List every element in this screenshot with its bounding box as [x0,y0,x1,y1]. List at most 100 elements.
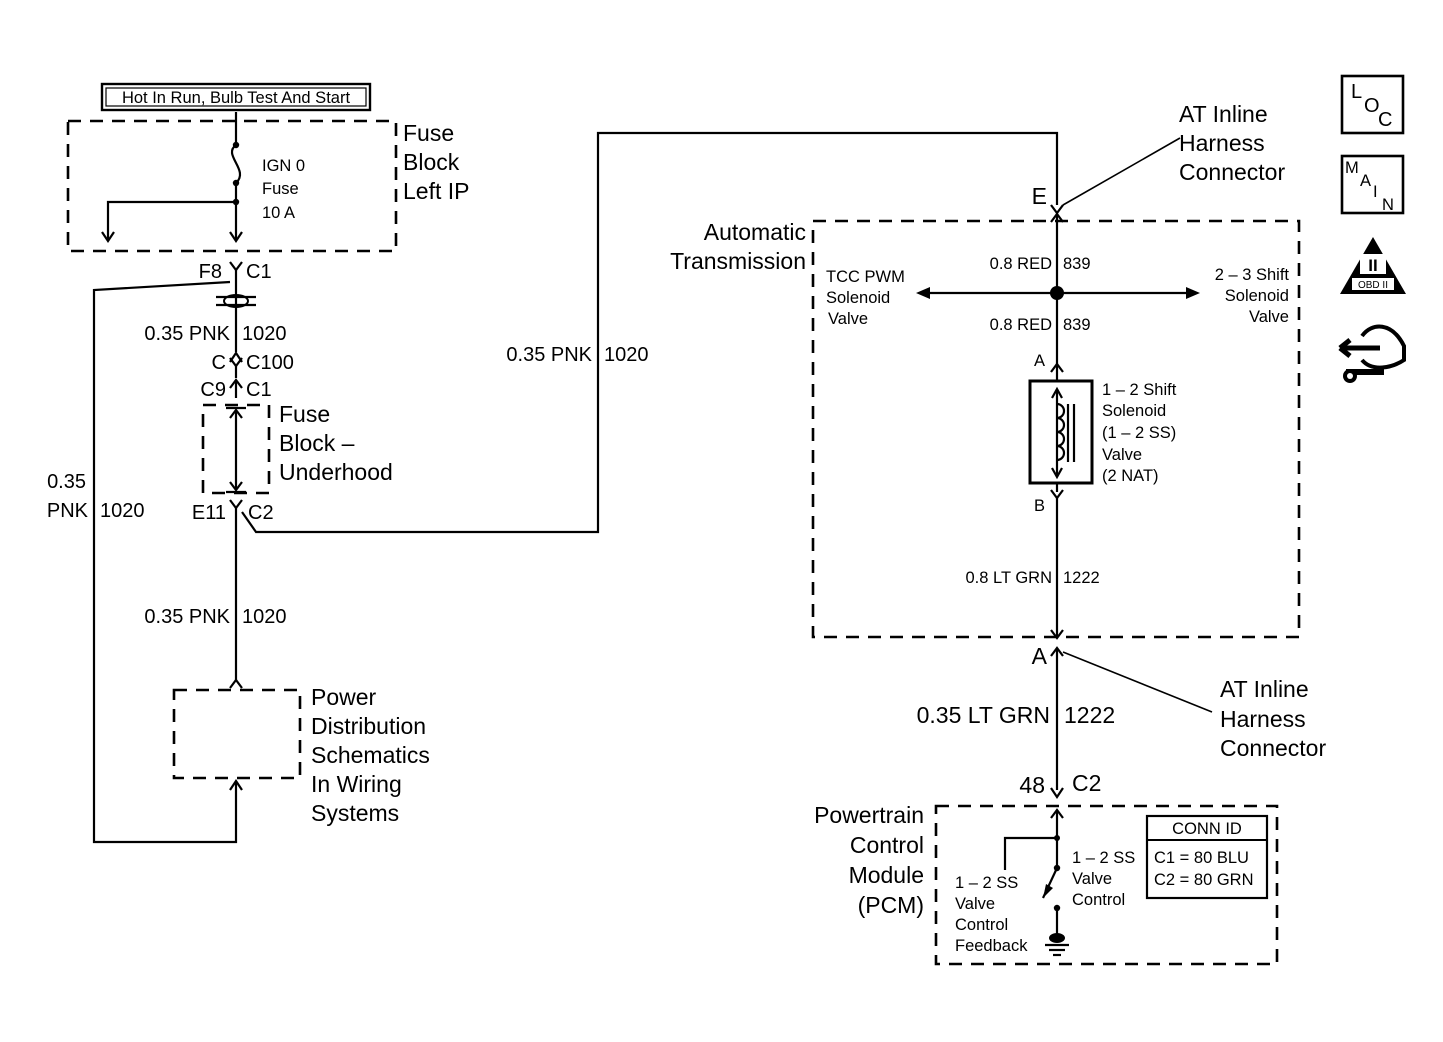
pcm-line2: Control [850,832,924,858]
e11-c2-connector [229,499,243,680]
svg-text:O: O [1364,95,1380,117]
pcm-feedback-line4: Feedback [955,937,1028,955]
pcm-box [934,804,1279,966]
wire-839-bottom-circuit: 839 [1063,316,1091,334]
fuse-block-left-ip-line1: Fuse [403,120,454,146]
tcc-arrow [916,287,930,299]
at-inline-bottom-line2: Harness [1220,706,1306,732]
pcm-feedback-line1: 1 – 2 SS [955,874,1018,892]
wire-839-top-size: 0.8 RED [990,255,1052,273]
wire-1020-top-circuit: 1020 [242,323,287,345]
shift-1-2-solenoid-symbol [1028,379,1094,485]
at-inline-top-line3: Connector [1179,159,1285,185]
shift-1-2-line4: Valve [1102,446,1142,464]
at-inline-top-pin: E [1032,183,1047,209]
pcm-control-line2: Valve [1072,870,1112,888]
wire-1020-long-circuit: 1020 [604,344,649,366]
c100-conn-label: C100 [246,352,294,374]
conn-id-table: CONN ID C1 = 80 BLU C2 = 80 GRN [1145,814,1269,900]
svg-text:I: I [1373,183,1378,201]
svg-text:L: L [1351,81,1362,103]
wire-1020-left-line1: 0.35 [47,471,86,493]
fuse-block-left-ip-line3: Left IP [403,178,469,204]
wire-1020-top-size: 0.35 PNK [144,323,230,345]
at-inline-bottom-pin: A [1032,643,1048,669]
wire-1020-left-circuit: 1020 [100,500,145,522]
wire-1020-left-line2: PNK [47,500,89,522]
fuse-block-underhood-line2: Block – [279,430,355,456]
ign-header-box: Hot In Run, Bulb Test And Start [100,82,372,112]
tcc-pwm-line2: Solenoid [826,289,890,307]
c100-connector [229,351,243,378]
c9-pin-label: C9 [200,379,226,401]
fuse-block-left-ip-box [66,119,398,253]
pcm-switch [1003,808,1069,957]
tcc-pwm-line3: Valve [828,310,868,328]
wire-839-top-circuit: 839 [1063,255,1091,273]
wire-1020-long-size: 0.35 PNK [506,344,592,366]
power-distribution-line5: Systems [311,800,399,826]
shift-1-2-line1: 1 – 2 Shift [1102,381,1177,399]
wire-1222-inner-circuit: 1222 [1063,569,1100,587]
tcc-pwm-line1: TCC PWM [826,268,905,286]
pcm-control-line3: Control [1072,891,1125,909]
wire-1020-mid-size: 0.35 PNK [144,606,230,628]
c9-c1-connector [229,378,243,398]
pcm-control-line1: 1 – 2 SS [1072,849,1135,867]
at-inline-bottom-line1: AT Inline [1220,676,1309,702]
solenoid-pin-a: A [1034,352,1045,370]
e11-conn-label: C2 [248,502,274,524]
fuse-symbol [101,112,243,243]
pcm-connector-pin: 48 [1019,772,1045,798]
at-inline-bottom-line3: Connector [1220,735,1326,761]
obd-label: OBD II [1358,280,1388,291]
solenoid-pin-b: B [1034,497,1045,515]
wire-1222-outer-circuit: 1222 [1064,702,1115,728]
ign-header-label: Hot In Run, Bulb Test And Start [122,89,350,107]
svg-text:A: A [1360,172,1371,190]
shift-1-2-line2: Solenoid [1102,402,1166,420]
at-inline-top-line1: AT Inline [1179,101,1268,127]
pcm-feedback-line2: Valve [955,895,995,913]
pcm-line4: (PCM) [858,892,924,918]
wire-1222-inner-size: 0.8 LT GRN [965,569,1052,587]
at-inline-bottom-leader [1062,651,1213,713]
obd-numeral: II [1368,256,1377,275]
obd-ii-icon[interactable]: II OBD II [1340,237,1406,294]
power-distribution-line1: Power [311,684,377,710]
connector-hand-icon[interactable] [1338,324,1406,383]
conn-id-title: CONN ID [1172,820,1242,838]
power-distribution-line4: In Wiring [311,771,402,797]
shift-1-2-line5: (2 NAT) [1102,467,1159,485]
loc-icon[interactable]: L O C [1340,74,1405,135]
c100-pin-label: C [212,352,226,374]
wire-1020-long [241,131,1059,534]
fuse-block-underhood-line3: Underhood [279,459,393,485]
f8-conn-label: C1 [246,261,272,283]
e11-pin-label: E11 [192,502,226,524]
fuse-block-left-ip-line2: Block [403,149,460,175]
wire-1020-loop [92,280,238,844]
automatic-transmission-line1: Automatic [704,219,806,245]
wire-1222-outer-size: 0.35 LT GRN [917,702,1050,728]
shift-2-3-arrow [1186,287,1200,299]
pcm-line1: Powertrain [814,802,924,828]
fuse-label-line2: Fuse [262,180,299,198]
pcm-connector-label: C2 [1072,770,1101,796]
f8-c1-connector [229,261,243,290]
at-inline-top-line2: Harness [1179,130,1265,156]
f8-pin-label: F8 [199,261,222,283]
pcm-feedback-line3: Control [955,916,1008,934]
svg-text:C: C [1378,109,1392,131]
pcm-line3: Module [849,862,924,888]
shift-1-2-line3: (1 – 2 SS) [1102,424,1176,442]
shift-2-3-line3: Valve [1249,308,1289,326]
wire-1020-mid-circuit: 1020 [242,606,287,628]
main-icon[interactable]: M A I N [1340,154,1405,215]
conn-id-row1: C1 = 80 BLU [1154,849,1249,867]
at-inline-top-leader [1062,137,1181,206]
conn-id-row2: C2 = 80 GRN [1154,871,1254,889]
c9-conn-label: C1 [246,379,272,401]
shift-2-3-line1: 2 – 3 Shift [1215,266,1290,284]
